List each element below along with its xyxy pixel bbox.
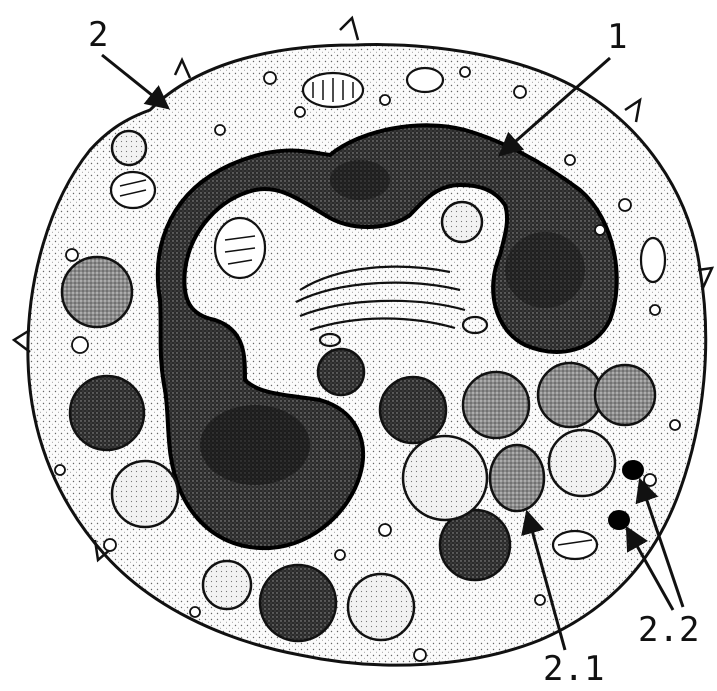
label-granule-a: 2.1 (543, 649, 604, 689)
label-granule-b: 2.2 (638, 610, 699, 650)
label-cell-membrane: 2 (88, 15, 108, 55)
label-nucleus: 1 (607, 17, 627, 57)
